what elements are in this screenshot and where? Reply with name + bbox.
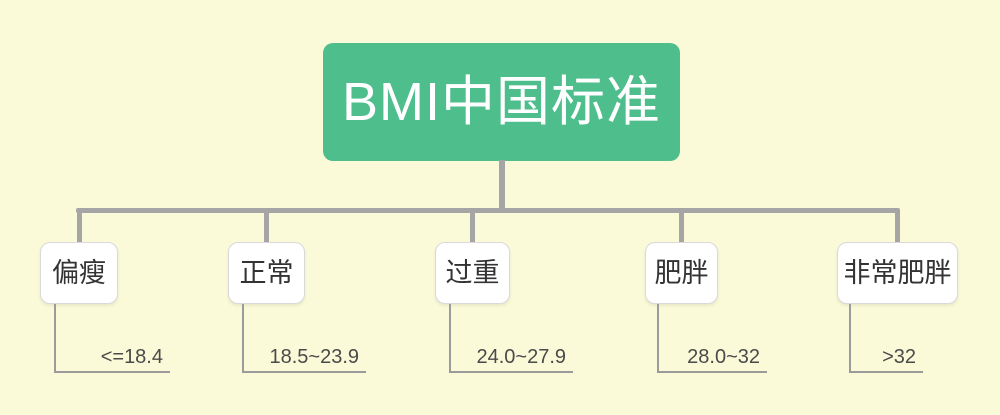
value-leader-very-obese: >32	[849, 304, 923, 373]
value-leader-underweight: <=18.4	[54, 304, 170, 373]
node-label: 过重	[445, 257, 500, 288]
value-leader-normal: 18.5~23.9	[242, 304, 366, 373]
node-label: 肥胖	[654, 257, 709, 288]
root-stem-connector	[499, 160, 505, 213]
diagram-title: BMI中国标准	[341, 72, 661, 132]
node-overweight: 过重	[435, 242, 510, 304]
node-underweight: 偏瘦	[40, 242, 118, 304]
value-label: 24.0~27.9	[476, 346, 566, 368]
node-label: 偏瘦	[52, 257, 106, 288]
node-label: 正常	[239, 257, 294, 288]
branch-drop-overweight	[470, 211, 475, 243]
value-label: <=18.4	[100, 346, 163, 368]
value-leader-obese: 28.0~32	[657, 304, 767, 373]
branch-drop-normal	[264, 211, 269, 243]
node-obese: 肥胖	[645, 242, 718, 304]
value-label: 28.0~32	[687, 346, 760, 368]
value-label: 18.5~23.9	[269, 346, 359, 368]
branch-drop-obese	[679, 211, 684, 243]
value-leader-overweight: 24.0~27.9	[449, 304, 573, 373]
branch-bus-line	[76, 208, 900, 213]
branch-drop-very-obese	[895, 211, 900, 243]
root-node: BMI中国标准	[323, 43, 680, 161]
node-normal: 正常	[228, 242, 305, 304]
node-label: 非常肥胖	[843, 257, 952, 288]
value-label: >32	[882, 346, 916, 368]
branch-drop-underweight	[77, 211, 82, 243]
node-very-obese: 非常肥胖	[837, 242, 958, 304]
